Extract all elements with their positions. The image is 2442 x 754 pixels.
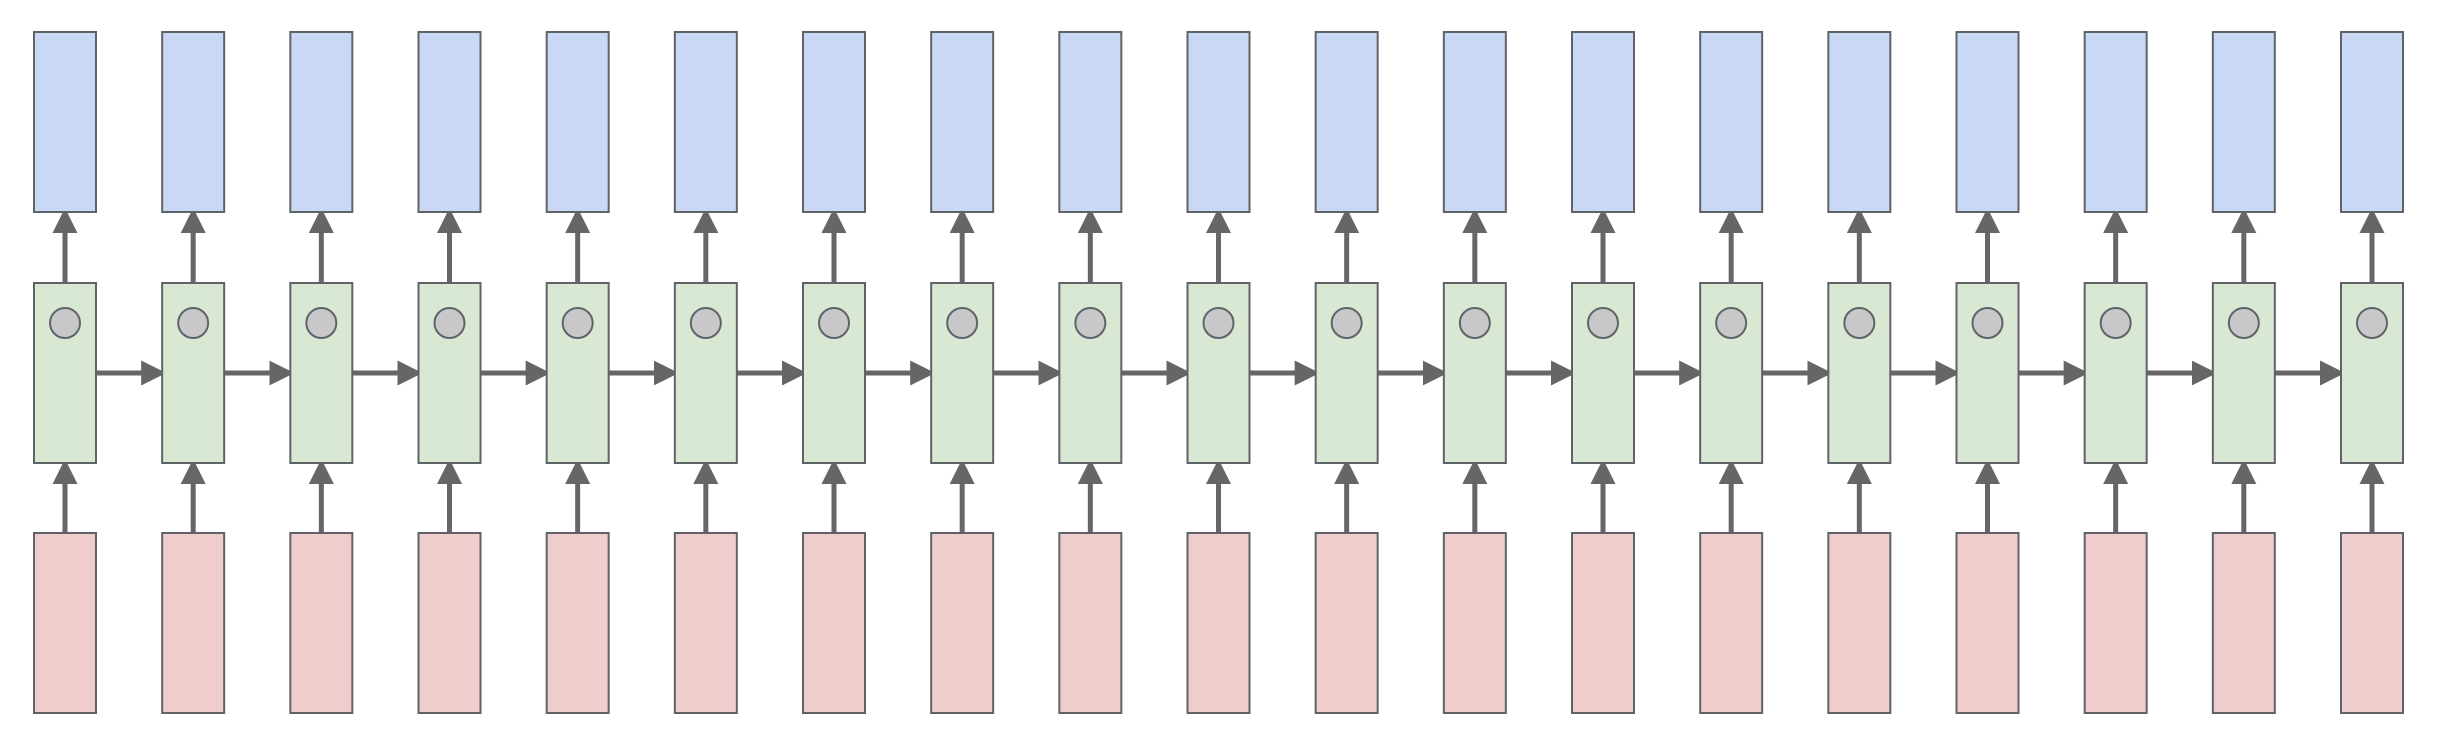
output-box-9 bbox=[1058, 31, 1123, 213]
output-box-5 bbox=[545, 31, 610, 213]
input-box-9 bbox=[1058, 532, 1123, 714]
boxes-layer bbox=[33, 31, 2404, 714]
output-box-13 bbox=[1571, 31, 1635, 213]
output-box-6 bbox=[673, 31, 738, 213]
output-box-16 bbox=[1955, 31, 2020, 213]
connections-layer bbox=[52, 208, 2385, 533]
hidden-node-marker-15 bbox=[1843, 307, 1876, 339]
hidden-node-marker-14 bbox=[1715, 307, 1748, 339]
input-box-16 bbox=[1955, 532, 2020, 714]
output-box-7 bbox=[802, 31, 866, 213]
hidden-node-marker-3 bbox=[305, 307, 338, 339]
input-box-3 bbox=[289, 532, 354, 714]
hidden-node-marker-18 bbox=[2227, 307, 2260, 339]
input-box-15 bbox=[1827, 532, 1892, 714]
hidden-node-marker-6 bbox=[689, 307, 722, 339]
hidden-node-marker-12 bbox=[1458, 307, 1491, 339]
input-box-14 bbox=[1699, 532, 1764, 714]
input-box-2 bbox=[161, 532, 226, 714]
input-box-19 bbox=[2340, 532, 2404, 714]
output-box-18 bbox=[2211, 31, 2276, 213]
hidden-node-marker-17 bbox=[2099, 307, 2132, 339]
input-box-13 bbox=[1571, 532, 1635, 714]
hidden-node-marker-9 bbox=[1074, 307, 1107, 339]
input-box-7 bbox=[802, 532, 866, 714]
output-box-8 bbox=[930, 31, 995, 213]
input-box-17 bbox=[2083, 532, 2148, 714]
output-box-15 bbox=[1827, 31, 1892, 213]
output-box-3 bbox=[289, 31, 354, 213]
input-box-5 bbox=[545, 532, 610, 714]
output-box-11 bbox=[1314, 31, 1379, 213]
output-box-17 bbox=[2083, 31, 2148, 213]
input-box-10 bbox=[1186, 532, 1251, 714]
output-box-4 bbox=[417, 31, 482, 213]
output-box-10 bbox=[1186, 31, 1251, 213]
input-box-6 bbox=[673, 532, 738, 714]
input-box-12 bbox=[1442, 532, 1507, 714]
hidden-node-marker-4 bbox=[433, 307, 466, 339]
output-box-12 bbox=[1442, 31, 1507, 213]
input-box-11 bbox=[1314, 532, 1379, 714]
hidden-node-marker-1 bbox=[49, 307, 81, 339]
hidden-node-marker-2 bbox=[177, 307, 210, 339]
input-box-18 bbox=[2211, 532, 2276, 714]
output-box-1 bbox=[33, 31, 97, 213]
hidden-node-marker-10 bbox=[1202, 307, 1235, 339]
hidden-node-marker-8 bbox=[946, 307, 979, 339]
hidden-node-marker-7 bbox=[818, 307, 850, 339]
input-box-8 bbox=[930, 532, 995, 714]
output-box-2 bbox=[161, 31, 226, 213]
hidden-node-marker-13 bbox=[1587, 307, 1619, 339]
hidden-node-marker-5 bbox=[561, 307, 594, 339]
hidden-node-marker-16 bbox=[1971, 307, 2004, 339]
hidden-node-marker-11 bbox=[1330, 307, 1363, 339]
output-box-14 bbox=[1699, 31, 1764, 213]
output-box-19 bbox=[2340, 31, 2404, 213]
input-box-4 bbox=[417, 532, 482, 714]
hidden-node-marker-19 bbox=[2356, 307, 2388, 339]
input-box-1 bbox=[33, 532, 97, 714]
